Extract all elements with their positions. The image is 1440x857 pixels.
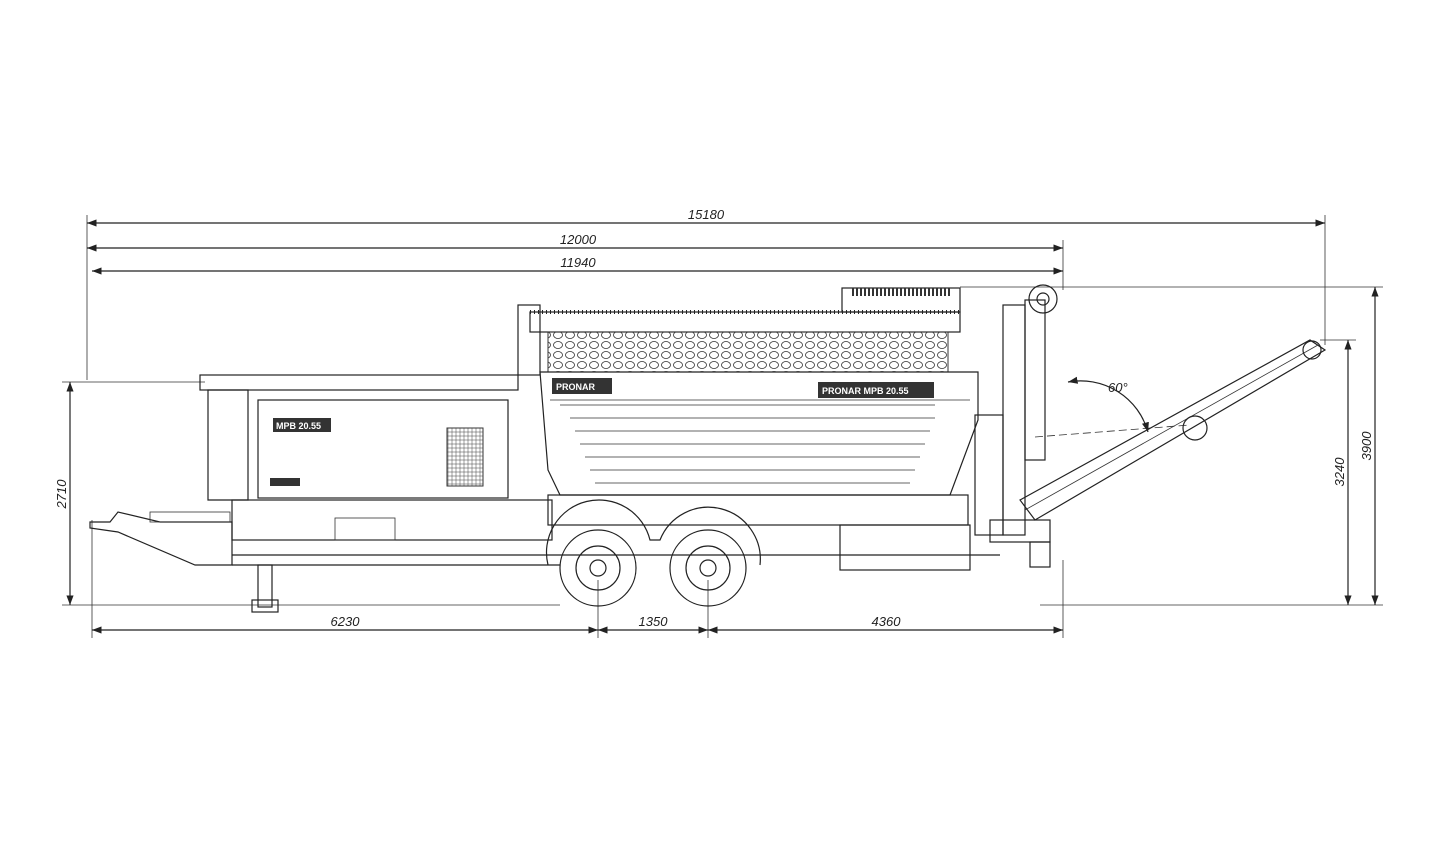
- dim-6230-label: 6230: [331, 614, 361, 629]
- dim-3240-label: 3240: [1332, 457, 1347, 487]
- side-model-badge-text: PRONAR MPB 20.55: [822, 386, 909, 396]
- dimension-body-height: 3240: [1040, 339, 1383, 606]
- dim-11940-label: 11940: [560, 255, 596, 270]
- dim-12000-label: 12000: [560, 232, 597, 247]
- conveyor-roller: [1182, 415, 1208, 441]
- lower-frame: [547, 494, 969, 526]
- drawbar: [89, 511, 233, 566]
- conveyor-angle-indicator: 60°: [1034, 376, 1191, 438]
- dimension-transport-length: 12000: [87, 232, 1064, 290]
- engine-housing: [257, 399, 509, 499]
- chassis-front: [231, 499, 553, 541]
- rear-mast: [1002, 304, 1026, 536]
- side-conveyor: [1019, 339, 1327, 521]
- dim-1350-label: 1350: [639, 614, 669, 629]
- front-model-badge-text: MPB 20.55: [276, 421, 321, 431]
- pronar-badge: [552, 378, 612, 394]
- dimension-max-height: 3900: [960, 286, 1383, 605]
- dim-4360-label: 4360: [872, 614, 902, 629]
- support-leg: [257, 564, 273, 608]
- dim-3900-label: 3900: [1359, 431, 1374, 461]
- dimension-overall-length: 15180: [86, 207, 1326, 380]
- wheel-rear: [669, 529, 747, 607]
- drum-top-rail: [529, 311, 961, 333]
- pronar-badge-text: PRONAR: [556, 382, 596, 392]
- dimension-front-height: 2710: [54, 381, 560, 606]
- front-hopper-top: [199, 374, 519, 391]
- dimension-bottom-chain: 6230 1350 4360: [91, 520, 1064, 638]
- engine-grill: [446, 427, 484, 487]
- angle-60-label: 60°: [1108, 380, 1128, 395]
- mast-pulley: [1028, 284, 1058, 314]
- dimension-body-length: 11940: [92, 255, 1063, 275]
- side-model-badge: [818, 382, 934, 398]
- dim-15180-label: 15180: [688, 207, 725, 222]
- wheel-front: [559, 529, 637, 607]
- front-model-badge: [273, 418, 331, 432]
- trommel-screen-machine: MPB 20.55 PRONAR PRONAR MPB 20.55: [89, 284, 1327, 613]
- dim-2710-label: 2710: [54, 479, 69, 510]
- screen-mesh: [547, 331, 949, 373]
